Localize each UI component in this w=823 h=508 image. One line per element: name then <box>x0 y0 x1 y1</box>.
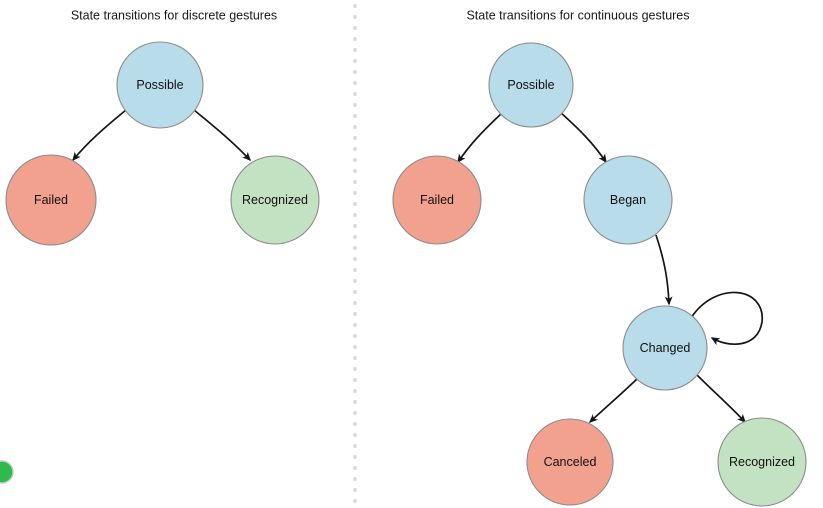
state-node-circle[interactable] <box>230 155 320 245</box>
divider-dot <box>352 25 358 31</box>
divider-dot <box>352 498 358 504</box>
divider-dot <box>352 377 358 383</box>
divider-dot <box>352 278 358 284</box>
status-badge[interactable] <box>0 460 14 484</box>
edge-arrow <box>695 373 746 424</box>
divider-dot <box>352 432 358 438</box>
state-node-circle[interactable] <box>5 154 97 246</box>
edge-arrow <box>193 109 251 162</box>
divider-dot <box>352 366 358 372</box>
divider-dot <box>352 58 358 64</box>
divider-dot <box>352 355 358 361</box>
state-node-circle[interactable] <box>392 155 482 245</box>
divider-dot <box>352 190 358 196</box>
state-node-label: Canceled <box>544 455 597 469</box>
divider-dot <box>352 157 358 163</box>
divider-dot <box>352 179 358 185</box>
divider-dot <box>352 245 358 251</box>
state-node-c-recognized[interactable]: Recognized <box>717 417 807 507</box>
edges-layer <box>72 109 763 424</box>
panel-divider <box>352 3 358 504</box>
divider-dot <box>352 146 358 152</box>
edge-self-loop <box>690 291 763 346</box>
state-node-c-failed[interactable]: Failed <box>392 155 482 245</box>
divider-dot <box>352 344 358 350</box>
divider-dot <box>352 421 358 427</box>
divider-dot <box>352 399 358 405</box>
divider-dot <box>352 388 358 394</box>
divider-dot <box>352 212 358 218</box>
divider-dot <box>352 410 358 416</box>
state-node-c-possible[interactable]: Possible <box>488 42 574 128</box>
divider-dot <box>352 487 358 493</box>
divider-dot <box>352 333 358 339</box>
divider-dot <box>352 201 358 207</box>
divider-dot <box>352 300 358 306</box>
divider-dot <box>352 322 358 328</box>
divider-dot <box>352 69 358 75</box>
divider-dot <box>352 267 358 273</box>
divider-dot <box>352 113 358 119</box>
divider-dot <box>352 102 358 108</box>
divider-dot <box>352 36 358 42</box>
divider-dot <box>352 311 358 317</box>
state-node-label: Changed <box>640 341 691 355</box>
edge-arrow <box>655 234 673 306</box>
state-node-label: Recognized <box>242 193 308 207</box>
edge-arrow <box>457 111 504 164</box>
divider-dot <box>352 124 358 130</box>
divider-dot <box>352 3 358 9</box>
divider-dot <box>352 168 358 174</box>
state-node-label: Possible <box>507 78 554 92</box>
state-node-circle[interactable] <box>526 418 614 506</box>
state-node-label: Possible <box>136 78 183 92</box>
divider-dot <box>352 234 358 240</box>
panel-title-discrete: State transitions for discrete gestures <box>71 8 277 22</box>
state-node-d-recognized[interactable]: Recognized <box>230 155 320 245</box>
state-node-label: Began <box>610 193 646 207</box>
divider-dot <box>352 14 358 20</box>
divider-dot <box>352 80 358 86</box>
divider-dot <box>352 454 358 460</box>
state-node-c-changed[interactable]: Changed <box>622 305 708 391</box>
divider-dot <box>352 443 358 449</box>
panel-title-continuous: State transitions for continuous gesture… <box>466 8 689 22</box>
edge-arrow <box>588 378 638 423</box>
state-node-c-canceled[interactable]: Canceled <box>526 418 614 506</box>
edge-arrow <box>72 109 127 162</box>
divider-dot <box>352 135 358 141</box>
divider-dot <box>352 256 358 262</box>
state-node-c-began[interactable]: Began <box>583 155 673 245</box>
state-node-label: Failed <box>420 193 454 207</box>
state-node-circle[interactable] <box>622 305 708 391</box>
titles-layer: State transitions for discrete gestures S… <box>71 8 690 22</box>
state-node-label: Failed <box>34 193 68 207</box>
state-node-circle[interactable] <box>583 155 673 245</box>
divider-dot <box>352 223 358 229</box>
divider-dot <box>352 47 358 53</box>
divider-dot <box>352 476 358 482</box>
state-node-circle[interactable] <box>717 417 807 507</box>
state-node-circle[interactable] <box>488 42 574 128</box>
state-node-circle[interactable] <box>116 41 204 129</box>
state-node-label: Recognized <box>729 455 795 469</box>
edge-arrow <box>559 111 607 164</box>
divider-dot <box>352 289 358 295</box>
state-node-d-failed[interactable]: Failed <box>5 154 97 246</box>
divider-dot <box>352 465 358 471</box>
divider-dot <box>352 91 358 97</box>
state-node-d-possible[interactable]: Possible <box>116 41 204 129</box>
status-badge-layer <box>0 460 14 484</box>
